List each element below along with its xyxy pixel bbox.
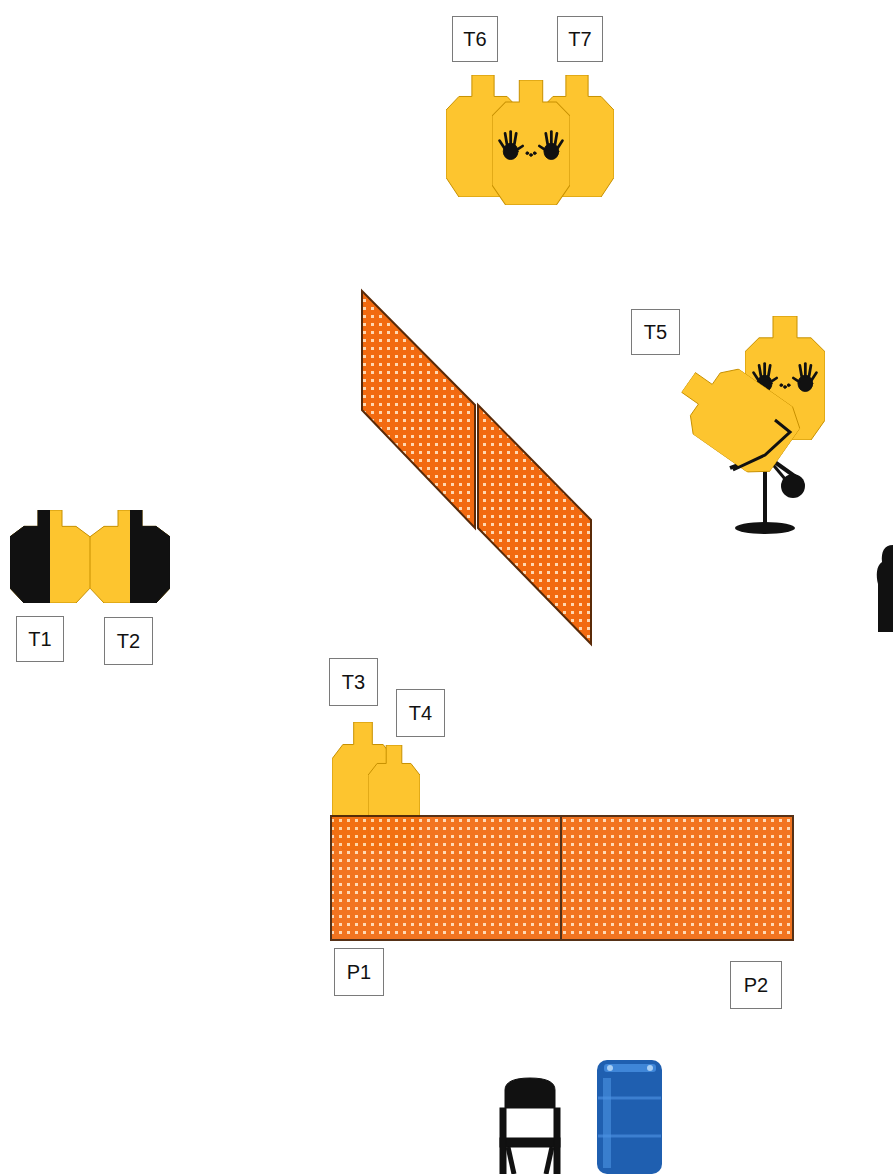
label-text: T3 — [342, 672, 365, 692]
label-box: T6 — [452, 16, 498, 62]
swinger-target — [665, 316, 825, 534]
chair — [500, 1078, 560, 1174]
label-text: P2 — [744, 975, 768, 995]
edge-silhouette — [877, 545, 893, 632]
label-box: T2 — [104, 617, 153, 665]
target-pair-left — [10, 510, 170, 603]
label-text: P1 — [347, 962, 371, 982]
target-group-top — [446, 75, 614, 205]
label-box: T5 — [631, 309, 680, 355]
label-text: T6 — [463, 29, 486, 49]
label-box: T7 — [557, 16, 603, 62]
label-text: T7 — [568, 29, 591, 49]
label-box: P1 — [334, 948, 384, 996]
label-box: T4 — [396, 689, 445, 737]
label-text: T2 — [117, 631, 140, 651]
label-text: T4 — [409, 703, 432, 723]
label-box: T3 — [329, 658, 378, 706]
label-box: P2 — [730, 961, 782, 1009]
diagonal-wall — [362, 291, 591, 644]
front-wall — [331, 816, 793, 940]
label-text: T1 — [28, 629, 51, 649]
label-box: T1 — [16, 616, 64, 662]
label-text: T5 — [644, 322, 667, 342]
barrel — [597, 1060, 662, 1174]
